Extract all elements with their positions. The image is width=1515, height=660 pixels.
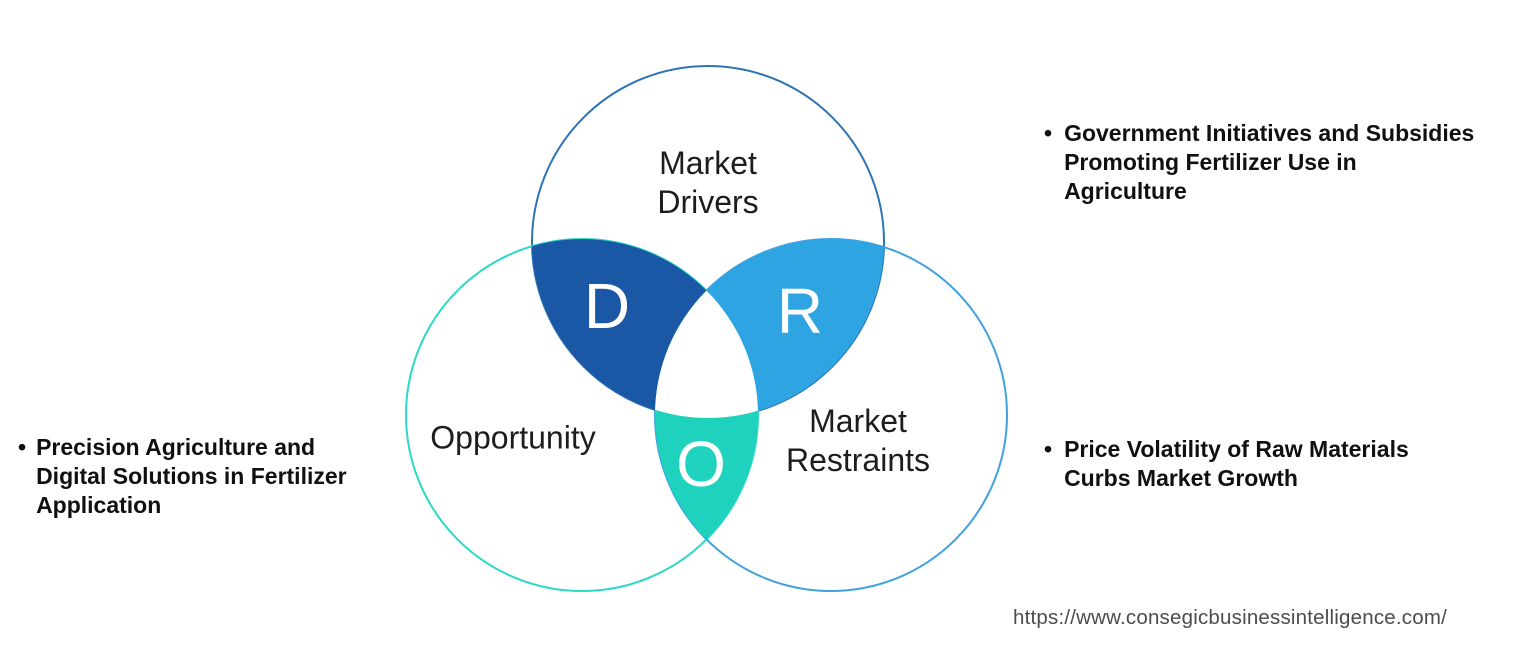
opportunity-overlap-letter: O [676,428,726,500]
restraints-label: Market Restraints [785,403,931,478]
opportunity-label: Opportunity [430,419,596,456]
restraint-bullet: • Price Volatility of Raw Materials Curb… [1044,435,1484,493]
restraints-overlap-letter: R [776,275,824,347]
drivers-label: Market Drivers [657,145,759,220]
bullet-dot-icon: • [18,434,27,460]
driver-bullet: • Government Initiatives and Subsidies P… [1044,119,1484,206]
bullet-dot-icon: • [1044,120,1053,146]
source-url: https://www.consegicbusinessintelligence… [1013,606,1448,629]
bullet-dot-icon: • [1044,436,1053,462]
driver-bullet-text: Government Initiatives and Subsidies Pro… [1064,120,1475,204]
opportunity-bullet: • Precision Agriculture and Digital Solu… [18,433,368,520]
restraint-bullet-text: Price Volatility of Raw Materials Curbs … [1064,436,1409,491]
opportunity-bullet-text: Precision Agriculture and Digital Soluti… [36,434,347,518]
drivers-overlap-letter: D [583,270,631,342]
